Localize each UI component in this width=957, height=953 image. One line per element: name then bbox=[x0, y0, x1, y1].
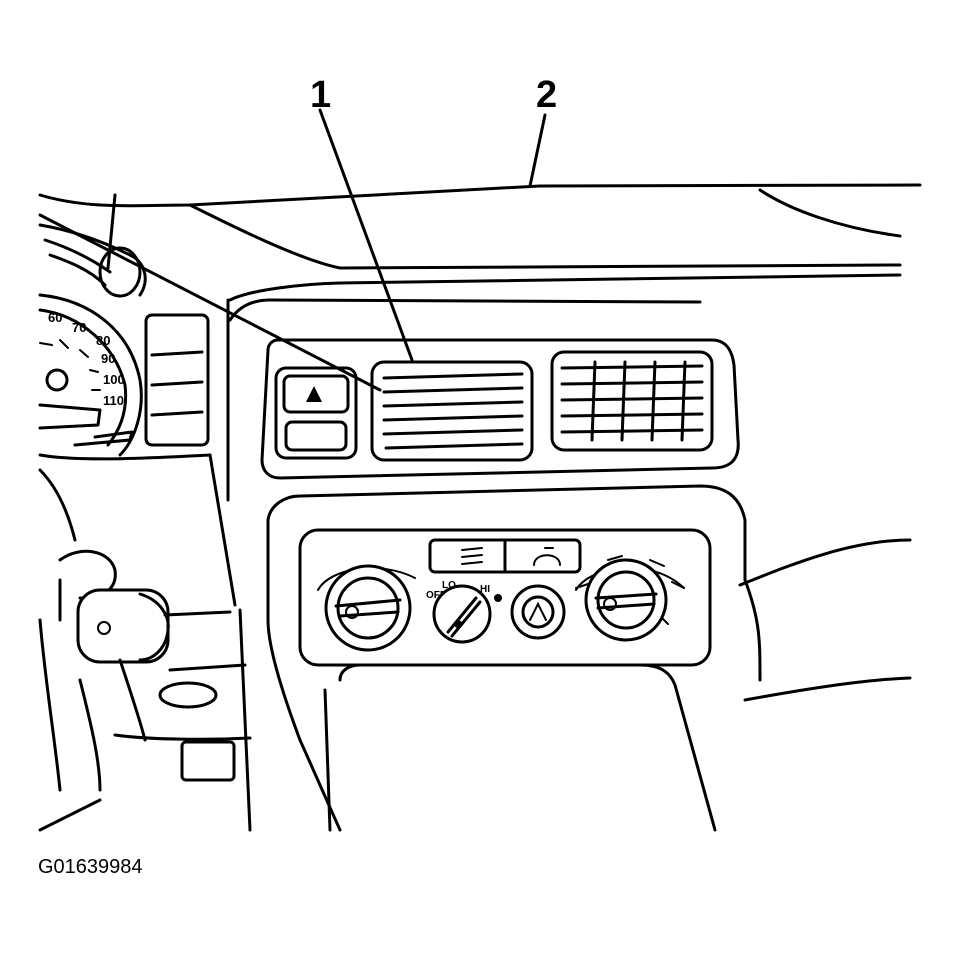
gauge-label: 100 bbox=[103, 372, 125, 387]
figure-id: G01639984 bbox=[38, 856, 143, 878]
mode-knob bbox=[575, 555, 685, 642]
gauge-label: 70 bbox=[72, 320, 86, 335]
right-air-vent bbox=[550, 350, 714, 452]
fan-speed-knob: OFF LO HI bbox=[426, 580, 502, 644]
speedometer-scale: 60 70 80 90 100 110 bbox=[39, 310, 125, 408]
dashboard-top bbox=[38, 183, 922, 302]
fan-lo-label: LO bbox=[442, 580, 456, 591]
temperature-knob bbox=[317, 564, 416, 652]
fan-icon bbox=[494, 594, 502, 602]
ac-knob bbox=[510, 584, 566, 640]
center-vent-bezel bbox=[226, 298, 740, 502]
gauge-label: 110 bbox=[103, 393, 124, 408]
callout-1-label: 1 bbox=[310, 74, 332, 116]
gauge-label: 80 bbox=[96, 333, 110, 348]
gauge-label: 60 bbox=[48, 310, 62, 325]
rear-defrost-icon bbox=[461, 547, 483, 565]
callout-2-label: 2 bbox=[536, 74, 558, 116]
climate-control-panel: OFF LO HI bbox=[298, 528, 712, 667]
side-air-vent bbox=[144, 313, 210, 447]
gauge-label: 90 bbox=[101, 351, 115, 366]
center-console bbox=[208, 453, 912, 832]
leader-lines bbox=[38, 108, 547, 392]
fan-off-label: OFF bbox=[426, 590, 446, 601]
instrument-cluster: 60 70 80 90 100 110 bbox=[38, 223, 212, 461]
fan-hi-label: HI bbox=[480, 584, 490, 595]
hazard-switch-cluster bbox=[274, 366, 358, 460]
center-air-vent bbox=[370, 360, 534, 462]
recirculation-icon bbox=[533, 547, 561, 566]
hazard-triangle-icon bbox=[306, 386, 322, 402]
steering-column bbox=[38, 468, 252, 832]
